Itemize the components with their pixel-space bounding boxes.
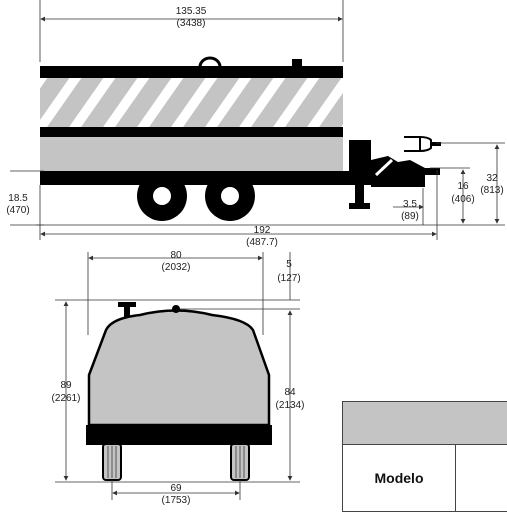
spec-table-header-row: [343, 402, 507, 445]
wheel-rear: [137, 171, 187, 221]
width-in-label: 80: [170, 250, 182, 261]
mid-rail: [40, 127, 343, 137]
front-view: 80 (2032) 5 (127) 89 (2261): [52, 250, 305, 506]
top-vent: [292, 59, 302, 67]
overall-height-in-label: 89: [60, 380, 72, 391]
fill-cap-top: [118, 302, 136, 307]
body-height-in-label: 84: [284, 387, 296, 398]
clearance-in-label: 18.5: [8, 193, 28, 204]
hitch-post: [349, 140, 371, 185]
raised-hitch-outline: [404, 137, 441, 151]
overall-length-in-label: 192: [254, 225, 271, 236]
top-rail: [40, 66, 343, 78]
lower-body-panel: [40, 137, 343, 171]
offset-mm-label: (127): [277, 273, 300, 284]
model-value: [456, 445, 507, 512]
spec-table-row: Modelo: [343, 445, 507, 512]
overall-height-mm-label: (2261): [52, 393, 81, 404]
hitch-height-mm-label: (813): [480, 185, 503, 196]
hitch-offset-mm-label: (89): [401, 211, 419, 222]
side-view: 135.35 (3438): [6, 0, 505, 248]
fill-cap-stem: [124, 306, 130, 317]
hitch-height-in-label: 32: [486, 173, 498, 184]
vent-knob: [172, 305, 180, 313]
front-wheel-left: [103, 444, 121, 480]
track-width-in-label: 69: [170, 483, 182, 494]
body-height-mm-label: (2134): [276, 400, 305, 411]
width-mm-label: (2032): [162, 262, 191, 273]
spec-table-header: [343, 402, 507, 445]
length-in-label: 135.35: [176, 6, 207, 17]
overall-length-mm-label: (487.7): [246, 237, 278, 248]
spec-table: Modelo: [342, 401, 507, 512]
wheel-front: [205, 171, 255, 221]
length-mm-label: (3438): [177, 18, 206, 29]
axle-height-mm-label: (406): [451, 194, 474, 205]
front-base-frame: [86, 425, 272, 445]
offset-in-label: 5: [286, 259, 292, 270]
track-width-mm-label: (1753): [162, 495, 191, 506]
hitch-offset-in-label: 3.5: [403, 199, 417, 210]
front-wheel-right: [231, 444, 249, 480]
hatched-panel: [40, 78, 343, 127]
model-label: Modelo: [343, 445, 456, 512]
jack-foot: [349, 203, 370, 209]
jack-stand: [355, 185, 364, 203]
axle-height-in-label: 16: [457, 181, 469, 192]
clearance-mm-label: (470): [6, 205, 29, 216]
tank-body: [89, 311, 269, 426]
top-handle: [200, 58, 220, 67]
